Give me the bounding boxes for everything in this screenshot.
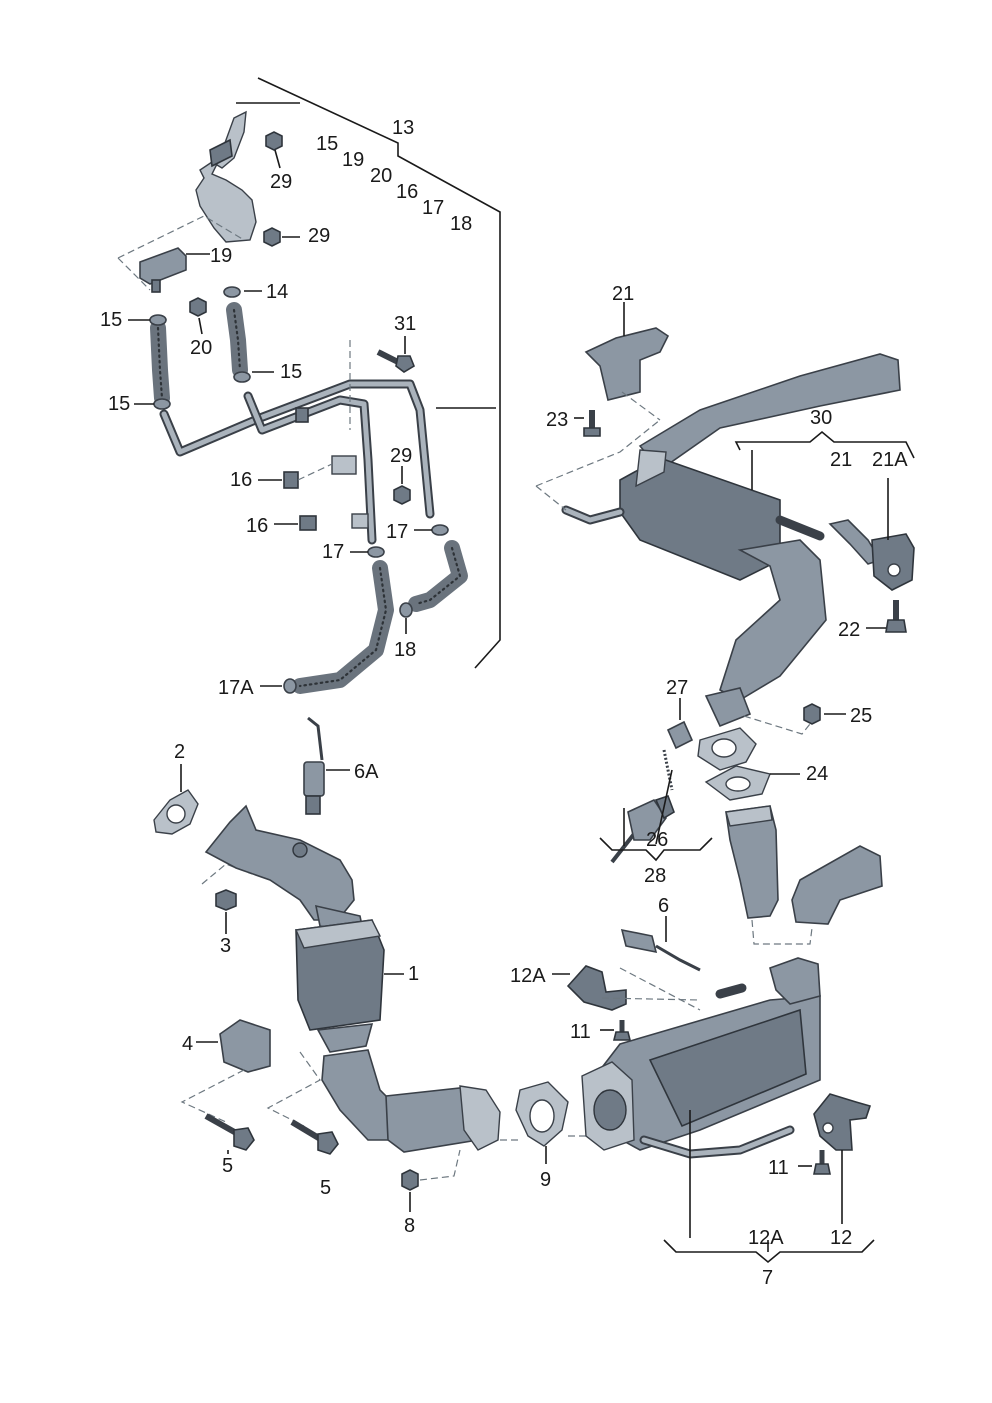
label-30: 30 bbox=[810, 407, 832, 429]
hanger-21 bbox=[584, 302, 670, 421]
label-16: 16 bbox=[246, 515, 268, 537]
label-1: 1 bbox=[408, 963, 419, 985]
middle-silencer-7 bbox=[581, 957, 821, 1238]
label-17: 17 bbox=[322, 541, 344, 563]
label-26: 26 bbox=[646, 829, 668, 851]
pipe-flange bbox=[697, 727, 757, 771]
label-14: 14 bbox=[266, 281, 288, 303]
label-28: 28 bbox=[644, 865, 666, 887]
rear-silencer-30 bbox=[535, 353, 915, 728]
label-11: 11 bbox=[570, 1021, 591, 1043]
heat-shield bbox=[195, 110, 257, 243]
bolt-11-lower bbox=[798, 1150, 831, 1175]
pressure-sensor-19 bbox=[117, 215, 245, 293]
label-5: 5 bbox=[222, 1155, 233, 1177]
bracket-7 bbox=[663, 1239, 875, 1264]
label-13: 13 bbox=[392, 117, 414, 139]
label-17: 17 bbox=[422, 197, 444, 219]
label-31: 31 bbox=[394, 313, 416, 335]
part-labels: 13 15 19 20 16 17 18 29 29 19 14 15 20 1… bbox=[100, 117, 908, 1289]
label-22: 22 bbox=[838, 619, 860, 641]
nut-25 bbox=[743, 703, 846, 735]
label-29: 29 bbox=[270, 171, 292, 193]
intermediate-pipe bbox=[725, 805, 883, 945]
vacuum-hoses-lower bbox=[260, 524, 468, 694]
pressure-pipe-assembly bbox=[159, 340, 496, 545]
nut-3 bbox=[201, 863, 253, 934]
label-20: 20 bbox=[190, 337, 212, 359]
gasket-24 bbox=[704, 765, 800, 801]
label-21: 21 bbox=[612, 283, 634, 305]
nut-29-top bbox=[265, 131, 283, 169]
label-18: 18 bbox=[450, 213, 472, 235]
pressure-valve-28 bbox=[599, 749, 713, 864]
hanger-12 bbox=[813, 1093, 872, 1224]
bolt-11-upper bbox=[600, 1020, 632, 1041]
label-2: 2 bbox=[174, 741, 185, 763]
label-18: 18 bbox=[394, 639, 416, 661]
label-19: 19 bbox=[210, 245, 232, 267]
label-16: 16 bbox=[396, 181, 418, 203]
gasket-2 bbox=[153, 764, 199, 835]
bolt-23 bbox=[574, 410, 601, 437]
vacuum-hoses-upper bbox=[128, 302, 274, 410]
label-23: 23 bbox=[546, 409, 568, 431]
holder-clips-16 bbox=[258, 407, 369, 531]
label-6A: 6A bbox=[354, 761, 379, 783]
lambda-probe-6 bbox=[619, 916, 701, 1011]
nut-8 bbox=[401, 1149, 461, 1212]
label-17: 17 bbox=[386, 521, 408, 543]
bolt-22 bbox=[866, 600, 907, 633]
label-12A: 12A bbox=[748, 1227, 784, 1249]
hanger-12A bbox=[552, 965, 627, 1011]
front-pipe-with-catalyst-1 bbox=[204, 804, 501, 1153]
label-29: 29 bbox=[308, 225, 330, 247]
label-3: 3 bbox=[220, 935, 231, 957]
lambda-probe-6a bbox=[303, 716, 350, 815]
label-17A: 17A bbox=[218, 677, 254, 699]
label-15: 15 bbox=[316, 133, 338, 155]
label-27: 27 bbox=[666, 677, 688, 699]
label-15: 15 bbox=[100, 309, 122, 331]
clamp-27 bbox=[666, 698, 694, 750]
bracket-4 bbox=[180, 1019, 321, 1127]
label-25: 25 bbox=[850, 705, 872, 727]
clamp-14 bbox=[223, 286, 262, 298]
label-16: 16 bbox=[230, 469, 252, 491]
bolts-5 bbox=[204, 1113, 339, 1155]
nut-20 bbox=[189, 297, 207, 335]
bolt-31 bbox=[376, 336, 415, 373]
label-7: 7 bbox=[762, 1267, 773, 1289]
label-29: 29 bbox=[390, 445, 412, 467]
label-6: 6 bbox=[658, 895, 669, 917]
label-8: 8 bbox=[404, 1215, 415, 1237]
label-5: 5 bbox=[320, 1177, 331, 1199]
hanger-21A bbox=[828, 478, 915, 591]
nut-29-lower bbox=[393, 466, 411, 505]
gasket-9 bbox=[500, 1081, 590, 1164]
group-13-bracket bbox=[236, 77, 501, 669]
label-11: 11 bbox=[768, 1157, 789, 1179]
label-20: 20 bbox=[370, 165, 392, 187]
label-21: 21 bbox=[830, 449, 852, 471]
label-9: 9 bbox=[540, 1169, 551, 1191]
label-24: 24 bbox=[806, 763, 828, 785]
label-12A: 12A bbox=[510, 965, 546, 987]
label-15: 15 bbox=[280, 361, 302, 383]
label-19: 19 bbox=[342, 149, 364, 171]
nut-29-middle bbox=[263, 227, 300, 247]
label-21A: 21A bbox=[872, 449, 908, 471]
label-4: 4 bbox=[182, 1033, 193, 1055]
label-12: 12 bbox=[830, 1227, 852, 1249]
label-15: 15 bbox=[108, 393, 130, 415]
